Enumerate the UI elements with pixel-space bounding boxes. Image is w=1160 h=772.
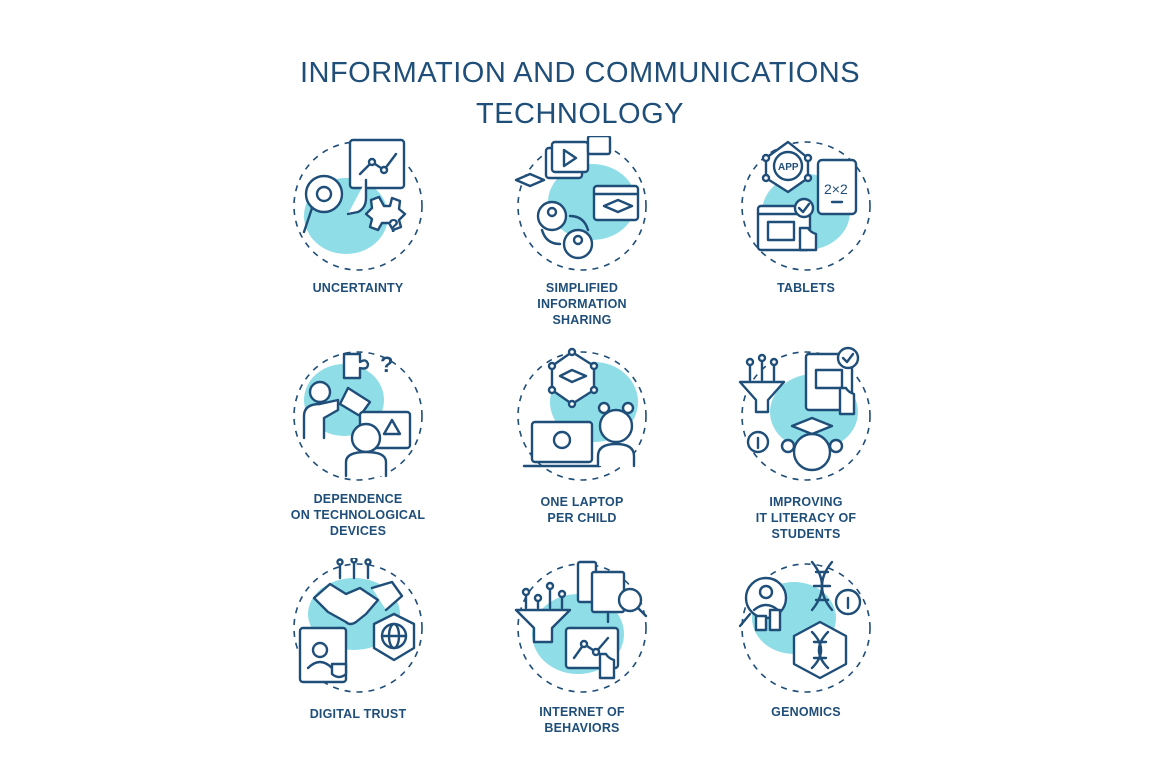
handshake-icon: [288, 558, 428, 698]
puzzle-device-icon: ?: [288, 346, 428, 486]
svg-text:?: ?: [380, 352, 393, 377]
svg-text:APP: APP: [778, 162, 799, 173]
svg-text:?: ?: [388, 216, 399, 236]
page-title: INFORMATION AND COMMUNICATIONS TECHNOLOG…: [0, 53, 1160, 135]
concept-label: IMPROVING IT LITERACY OF STUDENTS: [755, 495, 857, 541]
sharing-media-icon: [512, 136, 652, 276]
concept-label: DIGITAL TRUST: [309, 707, 407, 721]
svg-text:2×2: 2×2: [824, 181, 848, 197]
tablet-app-icon: APP 2×2: [736, 136, 876, 276]
concept-label: ONE LAPTOP PER CHILD: [540, 495, 624, 525]
concept-label: GENOMICS: [771, 705, 841, 719]
page-title-line-2: TECHNOLOGY: [475, 98, 685, 131]
concept-label: TABLETS: [776, 281, 836, 295]
funnel-analytics-icon: [512, 558, 652, 698]
laptop-child-icon: [512, 346, 652, 486]
page-title-line-1: INFORMATION AND COMMUNICATIONS: [299, 57, 861, 90]
concept-label: SIMPLIFIED INFORMATION SHARING: [537, 281, 627, 327]
gear-question-icon: ?: [288, 136, 428, 276]
concept-label: INTERNET OF BEHAVIORS: [539, 705, 625, 735]
dna-icon: [736, 558, 876, 698]
funnel-student-icon: [736, 346, 876, 486]
concept-label: DEPENDENCE ON TECHNOLOGICAL DEVICES: [290, 492, 426, 538]
concept-label: UNCERTAINTY: [312, 281, 404, 295]
